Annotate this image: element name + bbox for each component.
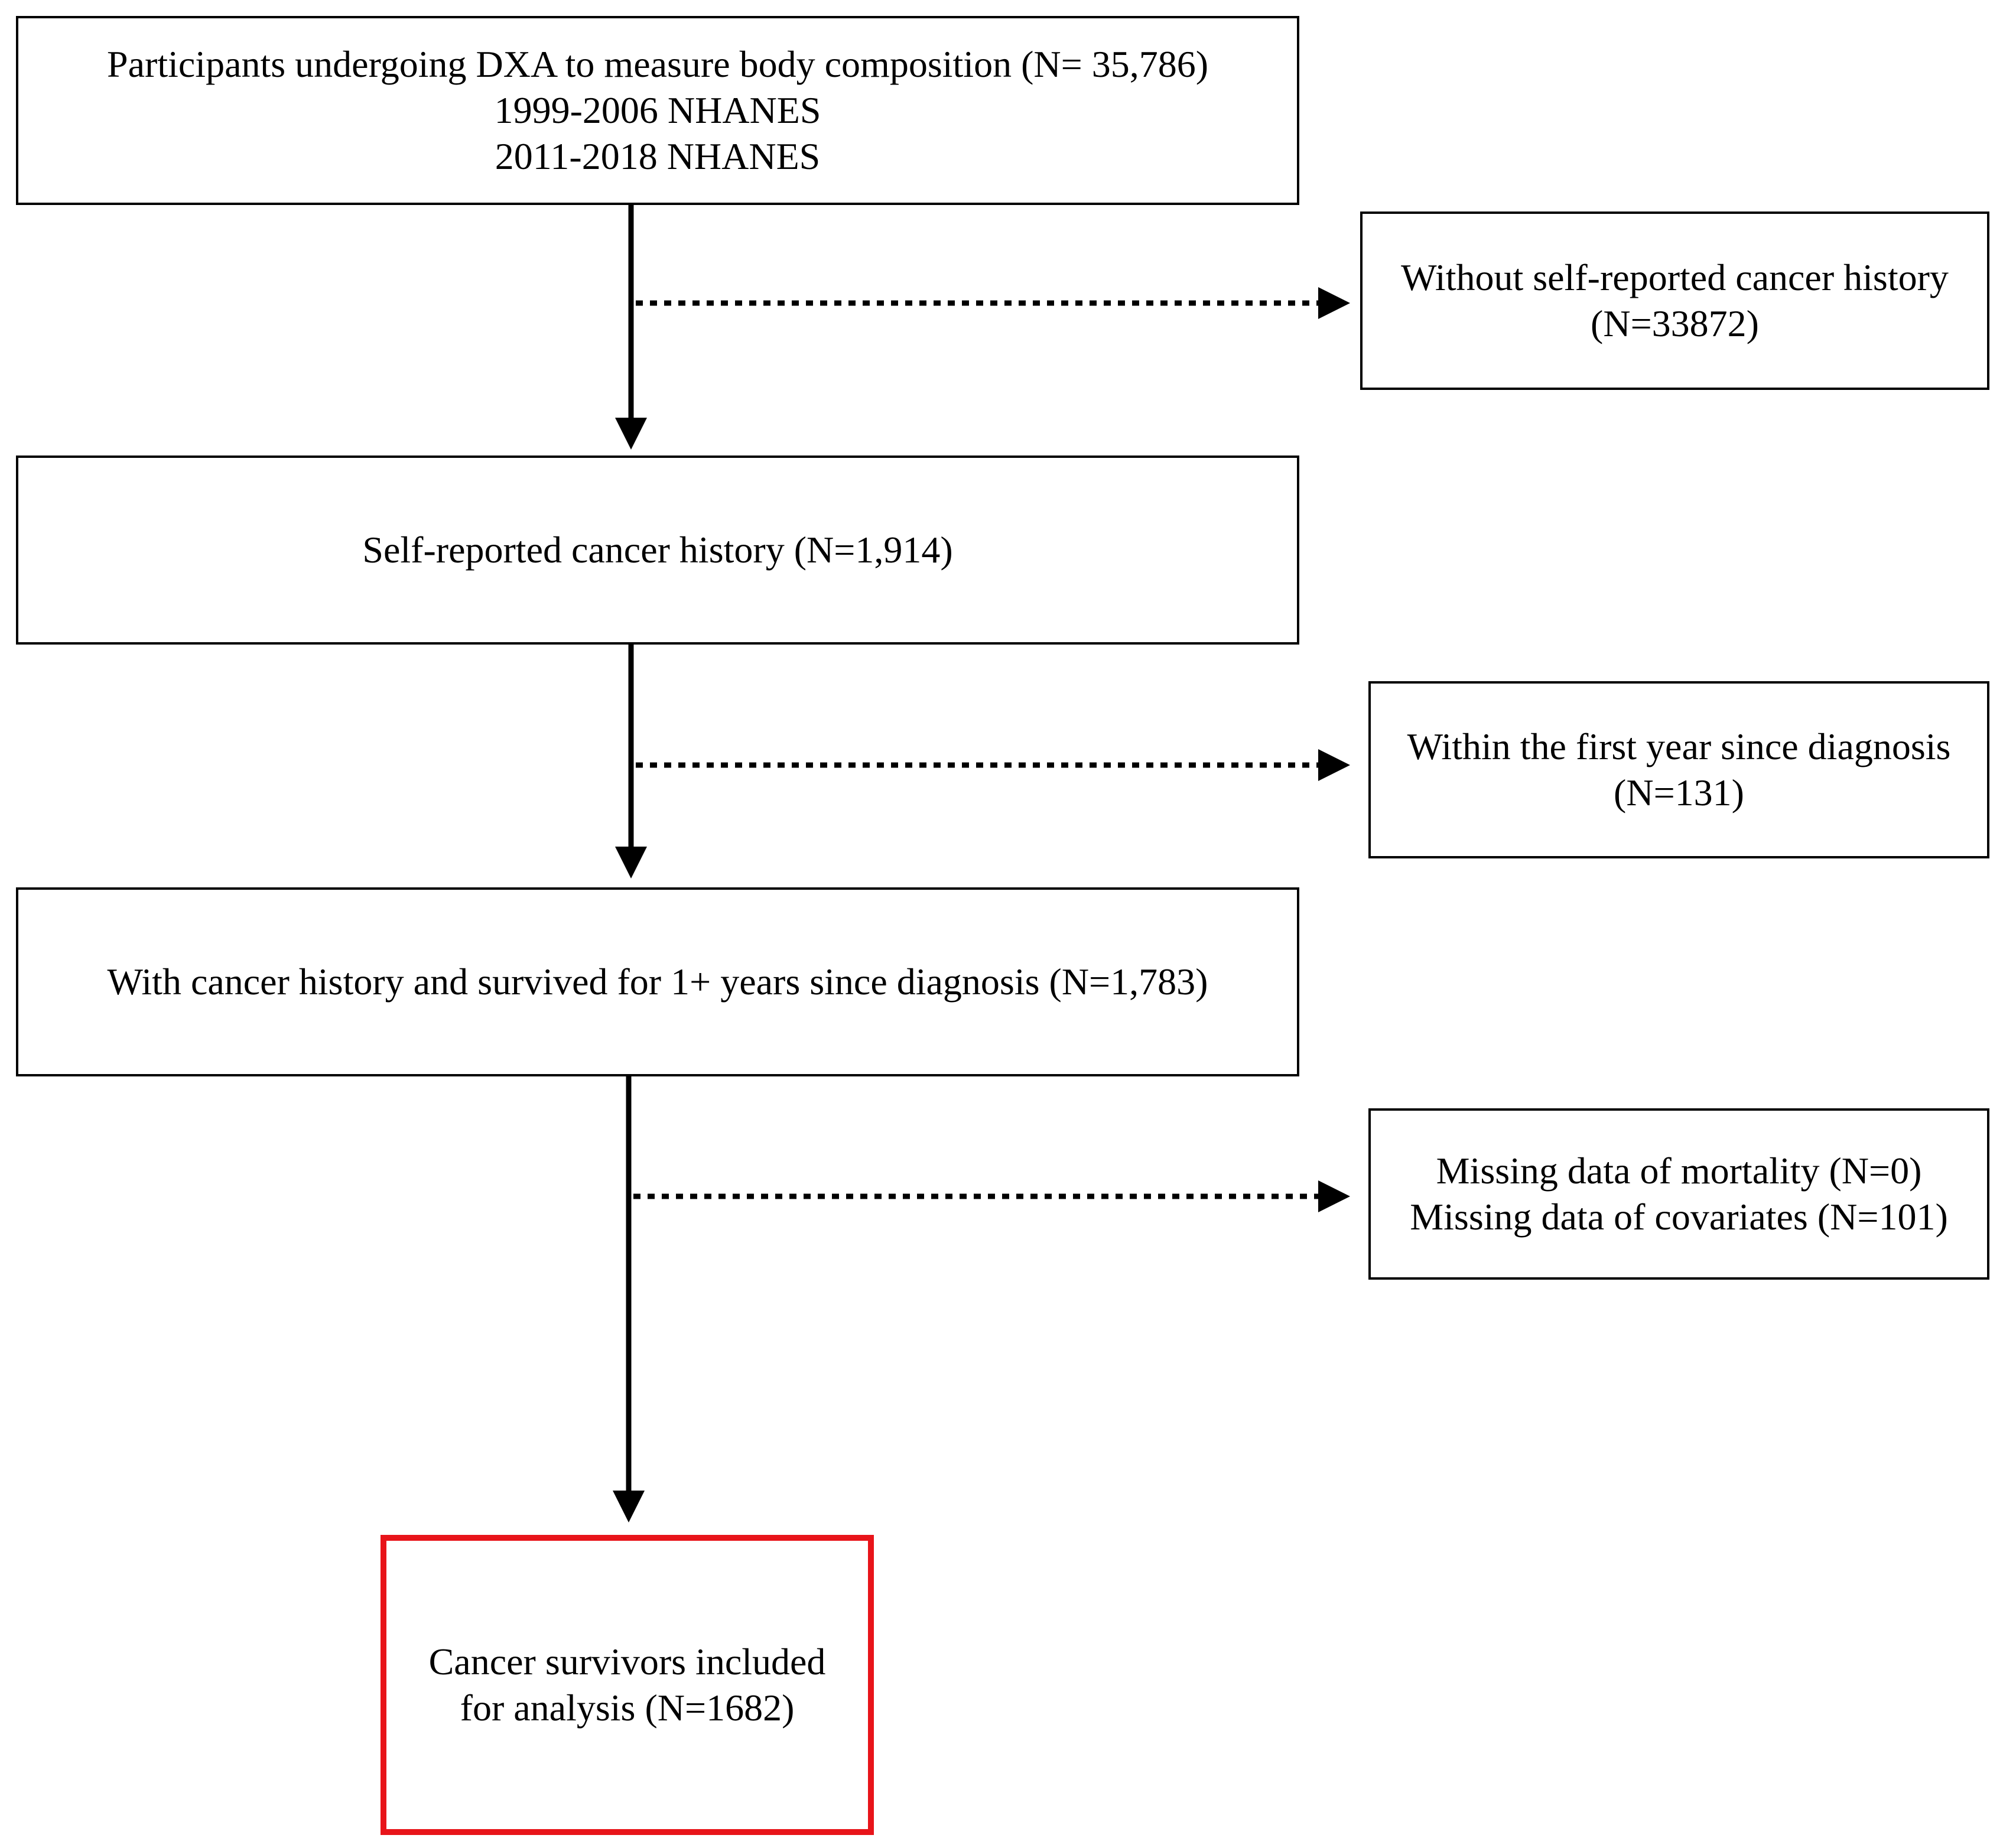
self-reported-box: Self-reported cancer history (N=1,914)	[16, 456, 1299, 645]
participants-box: Participants undergoing DXA to measure b…	[16, 16, 1299, 205]
first-year-box: Within the first year since diagnosis (N…	[1368, 681, 1989, 858]
survived-box: With cancer history and survived for 1+ …	[16, 887, 1299, 1076]
first-year-line-2: (N=131)	[1614, 772, 1744, 814]
final-line-1: Cancer survivors included	[428, 1641, 826, 1683]
missing-data-box: Missing data of mortality (N=0) Missing …	[1368, 1108, 1989, 1280]
missing-line-1: Missing data of mortality (N=0)	[1436, 1150, 1922, 1192]
participants-line-2: 1999-2006 NHANES	[494, 89, 821, 131]
participants-line-1: Participants undergoing DXA to measure b…	[107, 43, 1208, 85]
without-history-line-2: (N=33872)	[1591, 302, 1759, 344]
without-history-line-1: Without self-reported cancer history	[1401, 256, 1949, 298]
first-year-line-1: Within the first year since diagnosis	[1407, 725, 1951, 767]
participants-line-3: 2011-2018 NHANES	[495, 135, 821, 177]
survived-line-1: With cancer history and survived for 1+ …	[107, 961, 1208, 1003]
final-line-2: for analysis (N=1682)	[460, 1687, 795, 1729]
without-history-box: Without self-reported cancer history (N=…	[1360, 212, 1989, 390]
final-cohort-box: Cancer survivors included for analysis (…	[381, 1535, 874, 1835]
self-reported-line-1: Self-reported cancer history (N=1,914)	[362, 529, 953, 571]
missing-line-2: Missing data of covariates (N=101)	[1410, 1196, 1948, 1238]
